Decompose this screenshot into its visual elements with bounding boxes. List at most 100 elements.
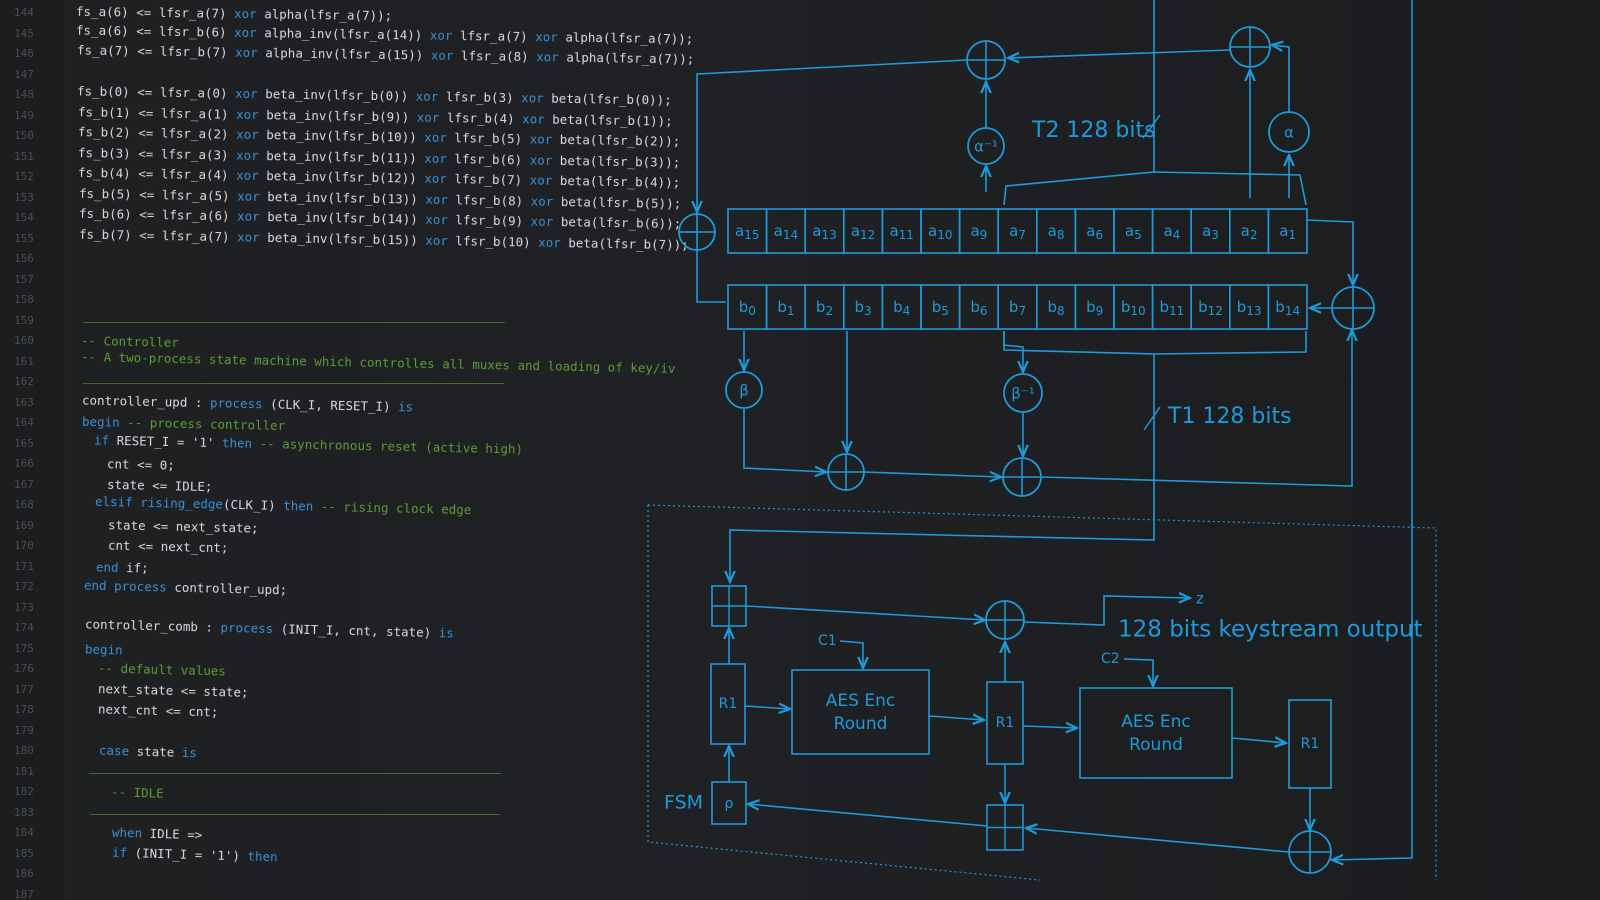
- line-number: 169: [14, 518, 34, 532]
- beta-inv-op: [1003, 373, 1043, 413]
- line-number: 177: [14, 682, 34, 696]
- code-editor[interactable]: fs_a(6) <= lfsr_a(7) xor alpha(lfsr_a(7)…: [0, 0, 694, 900]
- line-number: 167: [14, 477, 34, 491]
- wire-t1-bus: [1003, 331, 1307, 355]
- lfsr-b-cell-label: b3: [855, 298, 872, 318]
- lfsr-b-cell-label: b8: [1048, 298, 1065, 318]
- line-number: 184: [14, 826, 34, 839]
- line-number: 159: [14, 313, 34, 327]
- alpha-inv-op-label: α⁻¹: [974, 138, 998, 156]
- line-number: 145: [14, 26, 34, 40]
- lfsr-a-cell-label: a14: [774, 222, 798, 242]
- line-number: 158: [14, 293, 34, 306]
- wire-r1mid-to-aes2: [1022, 726, 1077, 728]
- register-r1-right-label: R1: [1301, 736, 1320, 752]
- lfsr-b-cell-label: b9: [1086, 298, 1103, 318]
- aes-round-2-line2: Round: [1129, 735, 1183, 755]
- wire-left-to-b: [696, 250, 726, 303]
- line-number: 147: [14, 67, 34, 81]
- comment-separator: [83, 383, 505, 384]
- lfsr-a-cell-label: a10: [928, 222, 952, 242]
- comment-separator: [89, 772, 501, 774]
- lfsr-b-cell-label: b11: [1159, 298, 1184, 318]
- beta-inv-op-label: β⁻¹: [1011, 385, 1035, 403]
- line-number: 180: [14, 744, 34, 757]
- line-number: 186: [14, 867, 34, 880]
- wire-beta-to-xor: [743, 409, 826, 472]
- wire-mux-to-rho: [748, 804, 988, 827]
- line-number: 161: [14, 354, 34, 368]
- register-r1-left-label: R1: [719, 696, 738, 712]
- comment-separator: [89, 813, 501, 815]
- lfsr-a-cell-label: a4: [1163, 222, 1180, 242]
- lfsr-b-cell-label: b12: [1198, 298, 1223, 318]
- fsm-boundary-left: [647, 505, 1041, 881]
- wire-xor-to-mux: [1026, 828, 1290, 853]
- lfsr-b-cell-label: b5: [932, 298, 949, 318]
- lfsr-b-cell-label: b7: [1009, 298, 1026, 318]
- wire-t2-bus-right: [1153, 171, 1307, 206]
- wire-t2-right-down: [1332, 0, 1413, 860]
- lfsr-a-cell-label: a2: [1241, 222, 1258, 242]
- aes-round-2: [1079, 687, 1233, 779]
- line-number: 168: [14, 498, 34, 511]
- lfsr-b-cell-label: b4: [893, 298, 910, 318]
- line-number: 173: [14, 600, 34, 614]
- lfsr-a-cell-label: a12: [851, 222, 875, 242]
- line-number: 163: [14, 395, 34, 409]
- line-number: 175: [14, 641, 34, 655]
- line-number: 165: [14, 436, 34, 450]
- lfsr-b-cell-label: b1: [777, 298, 794, 318]
- aes-round-1-line1: AES Enc: [826, 691, 895, 711]
- wire-xor-to-z: [1023, 596, 1190, 626]
- wire-b8-to-betainv: [1003, 331, 1023, 372]
- bus-slash: [1142, 114, 1161, 139]
- lfsr-a-cell-label: a7: [1009, 222, 1026, 242]
- line-number: 157: [14, 272, 34, 286]
- wire-c1: [839, 640, 863, 668]
- label-t1: T1 128 bits: [1167, 404, 1292, 429]
- line-number: 144: [14, 6, 34, 19]
- line-number: 170: [14, 539, 34, 552]
- line-number: 171: [14, 559, 34, 573]
- line-number: 149: [14, 108, 34, 122]
- lfsr-a-cell-label: a13: [812, 222, 836, 242]
- aes-round-2-line1: AES Enc: [1121, 712, 1190, 732]
- line-number: 178: [14, 703, 34, 716]
- line-number: 164: [14, 416, 34, 429]
- line-number: 155: [14, 231, 34, 245]
- line-number: 154: [14, 211, 34, 224]
- aes-round-1: [791, 669, 930, 755]
- lfsr-b-cell-label: b13: [1237, 298, 1262, 318]
- wire-r1-to-aes1: [744, 706, 790, 709]
- line-number: 174: [14, 621, 34, 634]
- wire-a-out-to-xor: [1306, 219, 1353, 285]
- wire-xor-right-to-left: [1008, 49, 1231, 58]
- rho-label: ρ: [725, 796, 734, 812]
- lfsr-a-cell-label: a6: [1086, 222, 1103, 242]
- wire-t1-down: [730, 354, 1155, 582]
- lfsr-a-cell-label: a15: [735, 222, 759, 242]
- beta-op: [725, 371, 763, 409]
- beta-op-label: β: [739, 382, 749, 400]
- wire-aes1-to-r1: [928, 716, 984, 720]
- register-r1-mid-label: R1: [996, 715, 1015, 731]
- line-number: 183: [14, 805, 34, 819]
- fsm-label: FSM: [664, 792, 703, 814]
- lfsr-a-cell-label: a9: [970, 222, 987, 242]
- line-number: 166: [14, 457, 34, 470]
- lfsr-b-cell-label: b6: [970, 298, 987, 318]
- lfsr-b-cell: [1267, 284, 1308, 330]
- lfsr-a-cell-label: a5: [1125, 222, 1142, 242]
- line-number: 172: [14, 580, 34, 593]
- bus-slash: [1143, 406, 1161, 431]
- label-t2: T2 128 bits: [1031, 118, 1156, 143]
- line-number: 179: [14, 723, 34, 737]
- lfsr-a-cell-label: a1: [1279, 222, 1296, 242]
- line-number: 181: [14, 764, 34, 778]
- label-c1: C1: [818, 633, 837, 649]
- fsm-boundary: [647, 504, 1437, 880]
- register-r1-left: [710, 663, 746, 745]
- line-number: 146: [14, 47, 34, 60]
